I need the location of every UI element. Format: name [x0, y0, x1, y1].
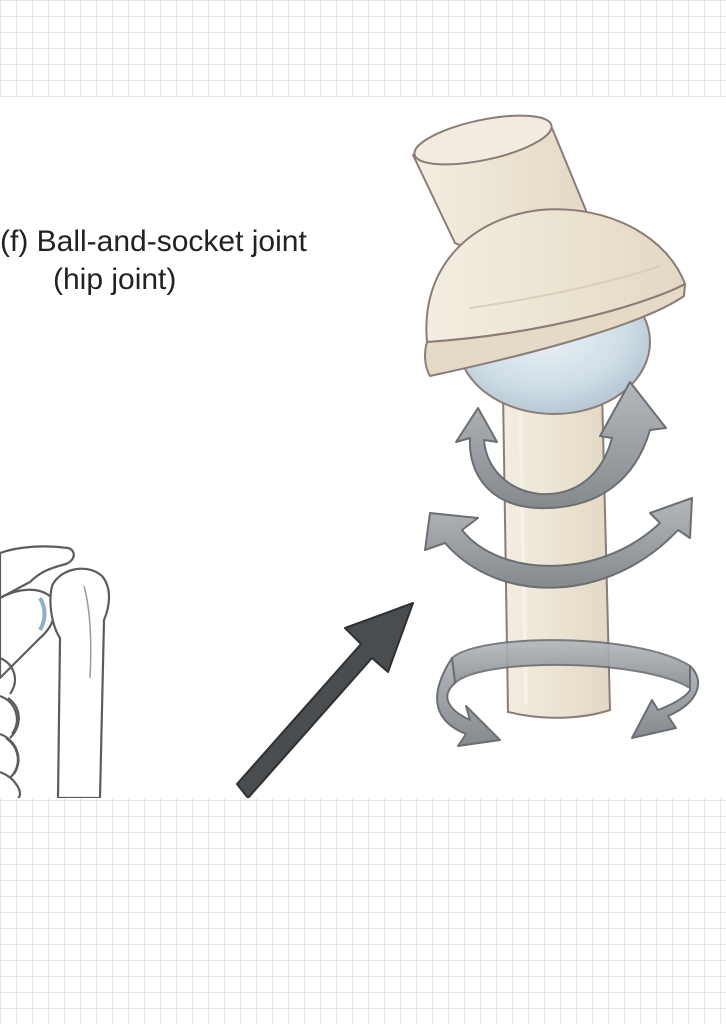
femur-shaft [501, 382, 612, 719]
figure-caption: (f) Ball-and-socket joint (hip joint) [0, 223, 307, 299]
caption-subtitle: (hip joint) [53, 263, 177, 296]
figure-panel: (f) Ball-and-socket joint (hip joint) [0, 98, 726, 798]
joint-illustration [0, 114, 700, 798]
curved-double-arrow-icon [424, 497, 693, 589]
socket-cap [412, 114, 686, 377]
caption-title: (f) Ball-and-socket joint [0, 225, 307, 258]
shoulder-skeleton-icon [0, 545, 111, 798]
arrow-up-right-icon [236, 602, 414, 798]
curved-double-arrow-icon [455, 381, 667, 510]
rotation-arrow-icon [436, 639, 700, 747]
